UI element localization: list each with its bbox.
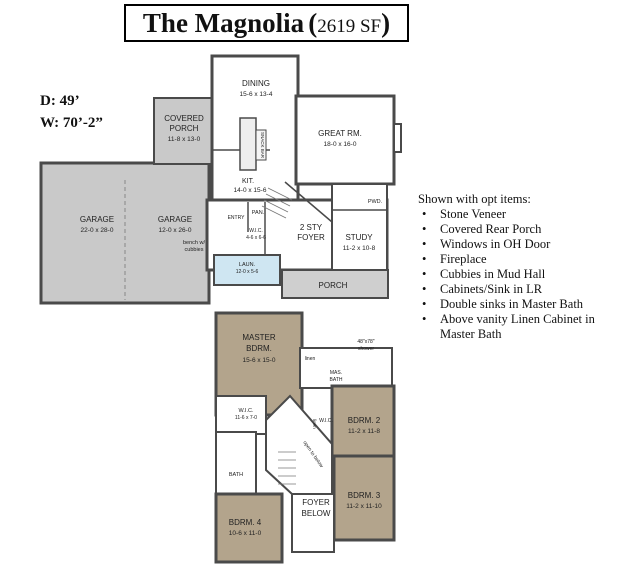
linen-small-label: linen bbox=[312, 419, 317, 429]
great-room-area bbox=[294, 94, 396, 186]
dining-size: 15-6 x 13-4 bbox=[240, 91, 273, 98]
wic-size: 4-6 x 6-6 bbox=[246, 235, 266, 241]
bench-label: cubbies bbox=[185, 247, 204, 253]
master-bath-area bbox=[299, 347, 393, 389]
kitchen-size: 14-0 x 15-6 bbox=[234, 187, 267, 194]
bedroom-2-area bbox=[330, 384, 396, 458]
bdrm3-label: BDRM. 3 bbox=[348, 491, 381, 500]
laundry-area bbox=[213, 254, 281, 286]
great-room-size: 18-0 x 16-0 bbox=[324, 141, 357, 148]
kitchen-island bbox=[239, 117, 257, 171]
snack-bar bbox=[255, 129, 267, 161]
mas-bath-label: MAS. bbox=[330, 370, 342, 376]
laundry-size: 12-0 x 5-6 bbox=[236, 269, 259, 275]
foyer-label: FOYER bbox=[297, 233, 325, 242]
small-wic-label: W.I.C. bbox=[319, 418, 333, 424]
first-floor-plan: DINING 15-6 x 13-4 COVERED PORCH 11-8 x … bbox=[39, 54, 402, 305]
wic-label: W.I.C. bbox=[249, 228, 263, 234]
hall-bath-area bbox=[215, 431, 257, 495]
option-item: Double sinks in Master Bath bbox=[418, 297, 618, 312]
laundry-label: LAUN. bbox=[239, 262, 256, 268]
garage-left-size: 22-0 x 28-0 bbox=[81, 227, 114, 234]
option-item: Cubbies in Mud Hall bbox=[418, 267, 618, 282]
paren-close: ) bbox=[381, 8, 391, 38]
fireplace bbox=[393, 123, 402, 153]
option-item: Windows in OH Door bbox=[418, 237, 618, 252]
shower-label: shower bbox=[358, 346, 374, 352]
study-size: 11-2 x 10-8 bbox=[343, 245, 376, 252]
options-list: Shown with opt items: Stone Veneer Cover… bbox=[418, 192, 618, 342]
option-item: Fireplace bbox=[418, 252, 618, 267]
covered-porch-label: PORCH bbox=[170, 124, 199, 133]
option-item: Above vanity Linen Cabinet in Master Bat… bbox=[418, 312, 618, 342]
bath-label: BATH bbox=[229, 472, 243, 478]
shower-label: 48"x78" bbox=[357, 339, 374, 345]
pantry-label: PAN. bbox=[252, 210, 265, 216]
option-item: Stone Veneer bbox=[418, 207, 618, 222]
bedroom-3-area bbox=[332, 454, 396, 542]
foyer-below-label: BELOW bbox=[302, 509, 331, 518]
bdrm4-label: BDRM. 4 bbox=[229, 518, 262, 527]
master-label: BDRM. bbox=[246, 344, 272, 353]
master-wic-size: 11-6 x 7-0 bbox=[235, 415, 257, 421]
master-size: 15-6 x 15-0 bbox=[243, 357, 276, 364]
great-room-label: GREAT RM. bbox=[318, 129, 362, 138]
bdrm4-size: 10-6 x 11-0 bbox=[229, 530, 262, 537]
mas-bath-label: BATH bbox=[330, 377, 343, 383]
option-item: Cabinets/Sink in LR bbox=[418, 282, 618, 297]
plan-dimensions: D: 49’ W: 70’-2” bbox=[40, 90, 103, 134]
second-floor-plan: MASTER BDRM. 15-6 x 15-0 48"x78" shower … bbox=[214, 311, 396, 564]
option-item: Covered Rear Porch bbox=[418, 222, 618, 237]
plan-name: The Magnolia bbox=[142, 8, 305, 38]
garage-left-label: GARAGE bbox=[80, 215, 114, 224]
linen-label: linen bbox=[305, 356, 316, 362]
plan-area: 2619 SF bbox=[317, 16, 382, 37]
foyer-label: 2 STY bbox=[300, 223, 323, 232]
foyer-below-area bbox=[291, 493, 335, 553]
master-wic-label: W.I.C. bbox=[239, 408, 254, 414]
snack-bar-label: SNACK BAR bbox=[260, 132, 265, 159]
width-dimension: W: 70’-2” bbox=[40, 115, 103, 131]
paren-open: ( bbox=[308, 8, 318, 38]
options-heading: Shown with opt items: bbox=[418, 192, 531, 206]
bench-label: bench w/ bbox=[183, 240, 205, 246]
garage-right-label: GARAGE bbox=[158, 215, 192, 224]
plan-title: The Magnolia (2619 SF) bbox=[124, 4, 409, 42]
study-label: STUDY bbox=[345, 233, 373, 242]
entry-label: ENTRY bbox=[228, 215, 246, 221]
upper-hall bbox=[265, 394, 333, 495]
garage-right-size: 12-0 x 26-0 bbox=[159, 227, 192, 234]
foyer-below-label: FOYER bbox=[302, 498, 330, 507]
porch-label: PORCH bbox=[319, 281, 348, 290]
front-porch-area bbox=[281, 269, 389, 299]
covered-porch-size: 11-8 x 13-0 bbox=[168, 136, 201, 143]
bdrm3-size: 11-2 x 11-10 bbox=[346, 503, 382, 510]
bdrm2-label: BDRM. 2 bbox=[348, 416, 381, 425]
dining-label: DINING bbox=[242, 79, 270, 88]
master-wic-area bbox=[215, 395, 267, 435]
kitchen-label: KIT. bbox=[242, 178, 254, 185]
covered-porch-label: COVERED bbox=[164, 114, 204, 123]
powder-label: PWD. bbox=[368, 199, 383, 205]
study-area bbox=[331, 183, 388, 271]
bedroom-4-area bbox=[214, 492, 284, 564]
depth-dimension: D: 49’ bbox=[40, 93, 80, 109]
bdrm2-size: 11-2 x 11-8 bbox=[348, 428, 380, 435]
master-label: MASTER bbox=[242, 333, 276, 342]
